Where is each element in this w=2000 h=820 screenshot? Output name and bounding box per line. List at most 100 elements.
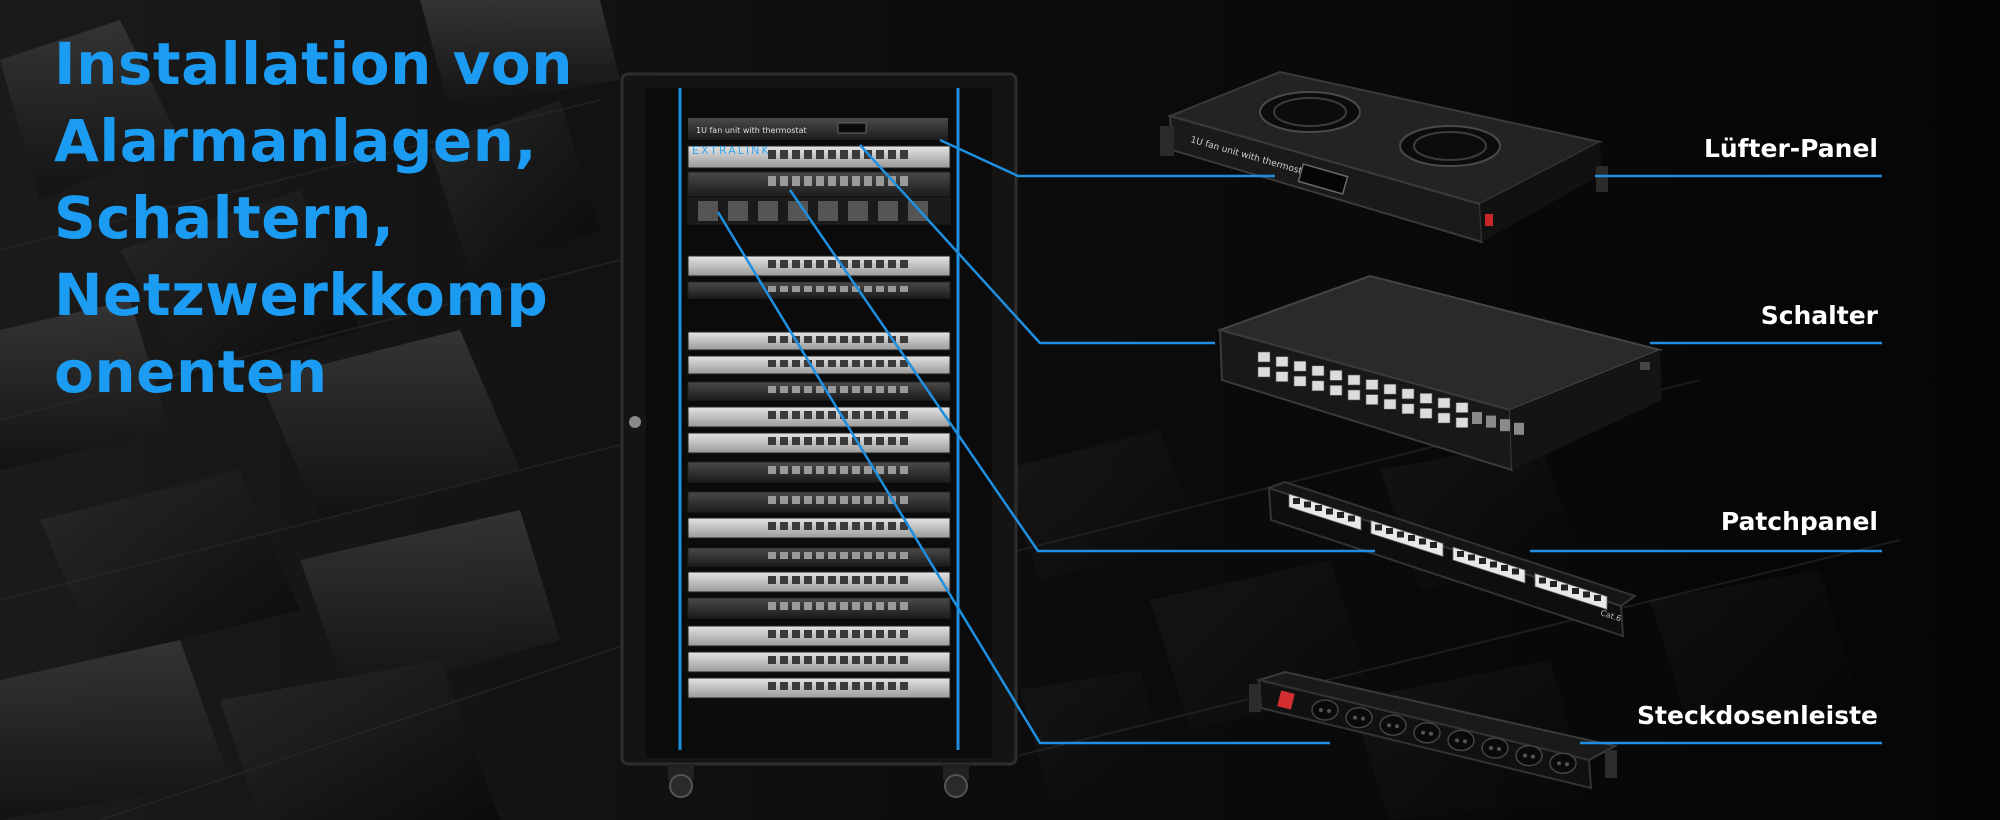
rack-unit-port	[816, 682, 824, 690]
rack-unit-port	[780, 682, 788, 690]
label-power-strip: Steckdosenleiste	[1637, 701, 1878, 730]
rack-unit-port	[828, 176, 836, 186]
rack-unit-port	[864, 176, 872, 186]
rack-unit-port	[864, 496, 872, 504]
power-socket-pin	[1557, 761, 1561, 766]
rack-unit-port	[852, 682, 860, 690]
rack-unit-port	[804, 411, 812, 419]
rack-unit-port	[852, 336, 860, 343]
rack-unit-port	[780, 386, 788, 393]
rack-unit-port	[900, 552, 908, 559]
rack-unit-port	[888, 552, 896, 559]
switch-port	[1437, 412, 1451, 424]
rack-unit-port	[840, 336, 848, 343]
rack-wheels	[668, 764, 969, 798]
rack-unit-port	[864, 360, 872, 367]
rack-unit-port	[804, 386, 812, 393]
rack-unit-port	[840, 496, 848, 504]
rack-unit-port	[888, 682, 896, 690]
rack-unit-port	[780, 260, 788, 268]
rack-unit-port	[888, 260, 896, 268]
rack-unit-port	[828, 466, 836, 474]
rack-unit-port	[840, 286, 848, 292]
rack-unit-port	[888, 360, 896, 367]
patch-port	[1375, 524, 1382, 531]
callout-line-patchpanel	[788, 189, 1375, 553]
power-switch-icon	[1485, 214, 1493, 226]
rack-fan-unit	[688, 118, 948, 140]
rack-unit-port	[888, 466, 896, 474]
switch-port	[1329, 370, 1343, 381]
power-socket-pin	[1429, 731, 1433, 736]
fan-panel-image: 1U fan unit with thermostat	[1160, 70, 1608, 244]
rack-unit-port	[876, 336, 884, 343]
power-socket-pin	[1319, 708, 1323, 712]
headline-line-2: Alarmanlagen,	[54, 107, 538, 175]
rack-unit-port	[816, 360, 824, 367]
switch-port	[1275, 356, 1289, 367]
switch-image	[1216, 274, 1664, 472]
rack-unit-port	[828, 496, 836, 504]
rack-unit-port	[864, 656, 872, 664]
power-socket-pin	[1497, 747, 1501, 751]
rack-unit-port	[864, 411, 872, 419]
rack-unit-port	[828, 630, 836, 638]
rack-unit-port	[792, 522, 800, 530]
rack-unit-port	[792, 630, 800, 638]
switch-port	[1419, 393, 1433, 404]
rack-unit-port	[792, 360, 800, 367]
rack-unit-port	[840, 576, 848, 584]
rack-unit-port	[840, 411, 848, 419]
rack-unit-port	[876, 552, 884, 559]
rack-unit-port	[804, 437, 812, 445]
rack-unit-port	[852, 496, 860, 504]
switch-port	[1383, 383, 1397, 395]
rack-unit-port	[828, 360, 836, 367]
rack-unit-port	[900, 411, 908, 419]
power-socket-pin	[1489, 746, 1493, 750]
rack-unit-port	[768, 496, 776, 504]
label-switch: Schalter	[1760, 301, 1878, 330]
rack-unit-port	[888, 522, 896, 530]
rack-unit-port	[852, 286, 860, 292]
patch-port	[1550, 581, 1557, 587]
patch-port	[1490, 561, 1497, 568]
rack-unit-port	[840, 466, 848, 474]
callout-line-fan-panel	[939, 138, 1275, 178]
switch-port	[1455, 402, 1469, 413]
rack-unit-port	[876, 260, 884, 268]
switch-port	[1293, 360, 1307, 372]
rack-unit-port	[816, 496, 824, 504]
rack-unit-port	[828, 286, 836, 292]
patch-port	[1430, 542, 1437, 548]
rack-unit-port	[816, 260, 824, 268]
rack-unit-port	[840, 176, 848, 186]
rack-unit-port	[780, 286, 788, 292]
rack-unit-port	[864, 437, 872, 445]
power-socket	[1379, 714, 1407, 736]
rack-unit-port	[888, 656, 896, 664]
patch-port	[1594, 595, 1601, 601]
rack-unit-port	[780, 630, 788, 638]
rack-unit-port	[816, 437, 824, 445]
rack-unit-port	[768, 602, 776, 610]
rack-unit-port	[816, 466, 824, 474]
rack-unit-port	[816, 576, 824, 584]
rack-unit-port	[792, 682, 800, 690]
rack-cable-block	[698, 201, 718, 221]
rack-unit-port	[792, 496, 800, 504]
switch-sfp-port	[1486, 415, 1496, 428]
rack-unit-port	[816, 602, 824, 610]
patch-port	[1326, 508, 1333, 515]
rack-unit-port	[852, 411, 860, 419]
rack-unit-port	[888, 411, 896, 419]
switch-port	[1437, 397, 1451, 409]
rack-unit-port	[792, 260, 800, 268]
patch-port	[1479, 558, 1486, 564]
rack-unit-port	[816, 336, 824, 343]
patch-port	[1457, 551, 1464, 557]
switch-port	[1329, 385, 1343, 396]
rack-unit-port	[828, 150, 836, 159]
power-socket	[1413, 722, 1441, 744]
